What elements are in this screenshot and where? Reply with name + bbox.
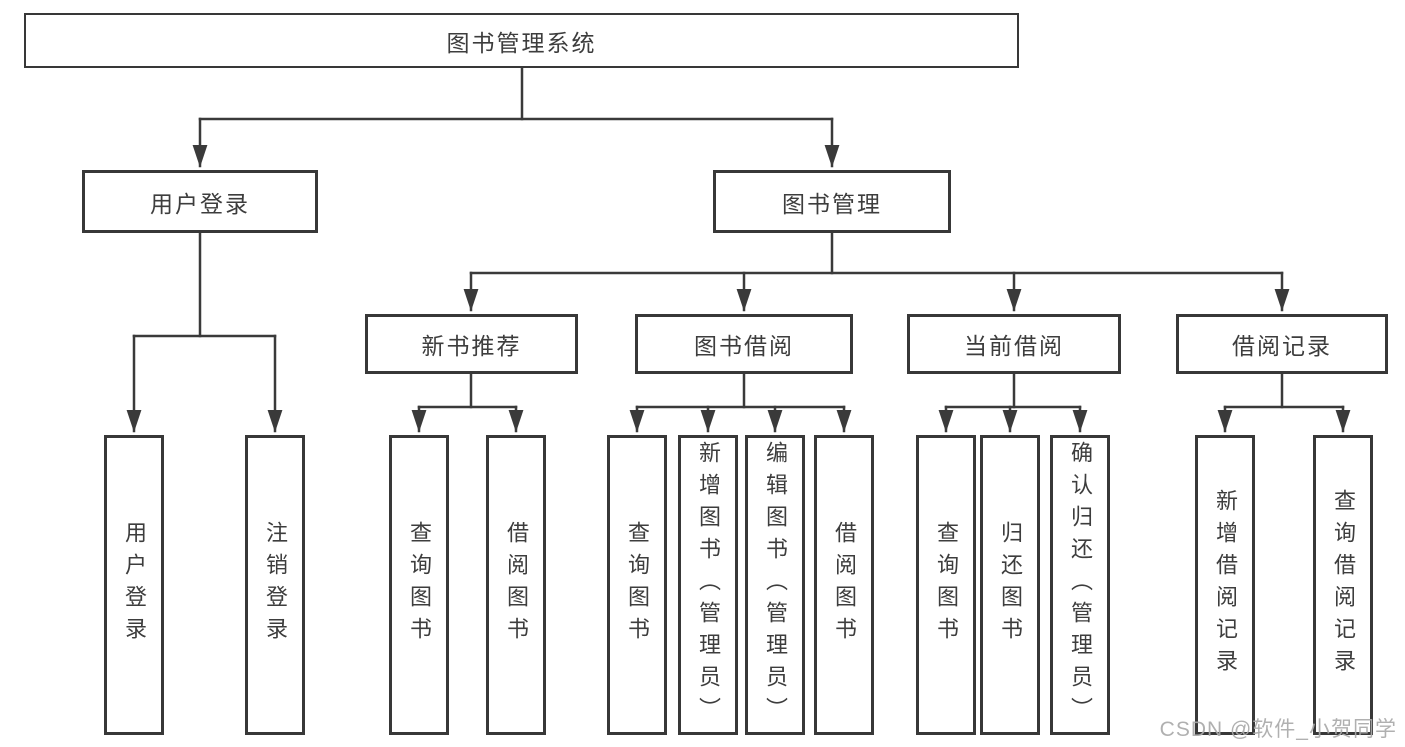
leaf-add-borrow-record: 新增借阅记录 (1195, 435, 1255, 735)
node-label: 编辑图书（管理员） (763, 441, 788, 729)
node-label: 新增借阅记录 (1213, 489, 1238, 681)
leaf-return-books: 归还图书 (980, 435, 1040, 735)
node-label: 图书管理系统 (446, 29, 597, 56)
node-label: 用户登录 (150, 190, 250, 217)
node-book-management: 图书管理 (713, 170, 951, 233)
leaf-user-login: 用户登录 (104, 435, 164, 735)
leaf-add-books-admin: 新增图书（管理员） (678, 435, 738, 735)
leaf-query-books-borrow: 查询图书 (607, 435, 667, 735)
leaf-edit-books-admin: 编辑图书（管理员） (745, 435, 805, 735)
node-user-login: 用户登录 (82, 170, 318, 233)
node-label: 新增图书（管理员） (696, 441, 721, 729)
node-label: 查询图书 (407, 521, 432, 649)
node-label: 查询借阅记录 (1331, 489, 1356, 681)
leaf-borrow-books: 借阅图书 (814, 435, 874, 735)
watermark-text: CSDN @软件_小贺同学 (1159, 718, 1397, 741)
node-label: 查询图书 (625, 521, 650, 649)
node-label: 查询图书 (934, 521, 959, 649)
node-label: 新书推荐 (421, 333, 522, 359)
node-label: 当前借阅 (964, 333, 1064, 359)
leaf-query-books-recommend: 查询图书 (389, 435, 449, 735)
node-label: 归还图书 (998, 521, 1023, 649)
node-label: 借阅图书 (832, 521, 857, 649)
node-current-borrow: 当前借阅 (907, 314, 1121, 374)
leaf-query-borrow-record: 查询借阅记录 (1313, 435, 1373, 735)
connector-group (126, 66, 1351, 433)
node-book-borrow: 图书借阅 (635, 314, 853, 374)
leaf-logout: 注销登录 (245, 435, 305, 735)
node-new-book-recommend: 新书推荐 (365, 314, 578, 374)
leaf-query-books-current: 查询图书 (916, 435, 976, 735)
node-label: 图书借阅 (694, 333, 794, 359)
node-label: 注销登录 (263, 521, 288, 649)
node-label: 用户登录 (122, 521, 147, 649)
node-label: 借阅记录 (1232, 333, 1332, 359)
node-library-system: 图书管理系统 (24, 13, 1019, 68)
node-borrow-records: 借阅记录 (1176, 314, 1388, 374)
leaf-confirm-return-admin: 确认归还（管理员） (1050, 435, 1110, 735)
node-label: 确认归还（管理员） (1068, 441, 1093, 729)
node-label: 借阅图书 (504, 521, 529, 649)
leaf-borrow-books-recommend: 借阅图书 (486, 435, 546, 735)
node-label: 图书管理 (782, 190, 882, 217)
